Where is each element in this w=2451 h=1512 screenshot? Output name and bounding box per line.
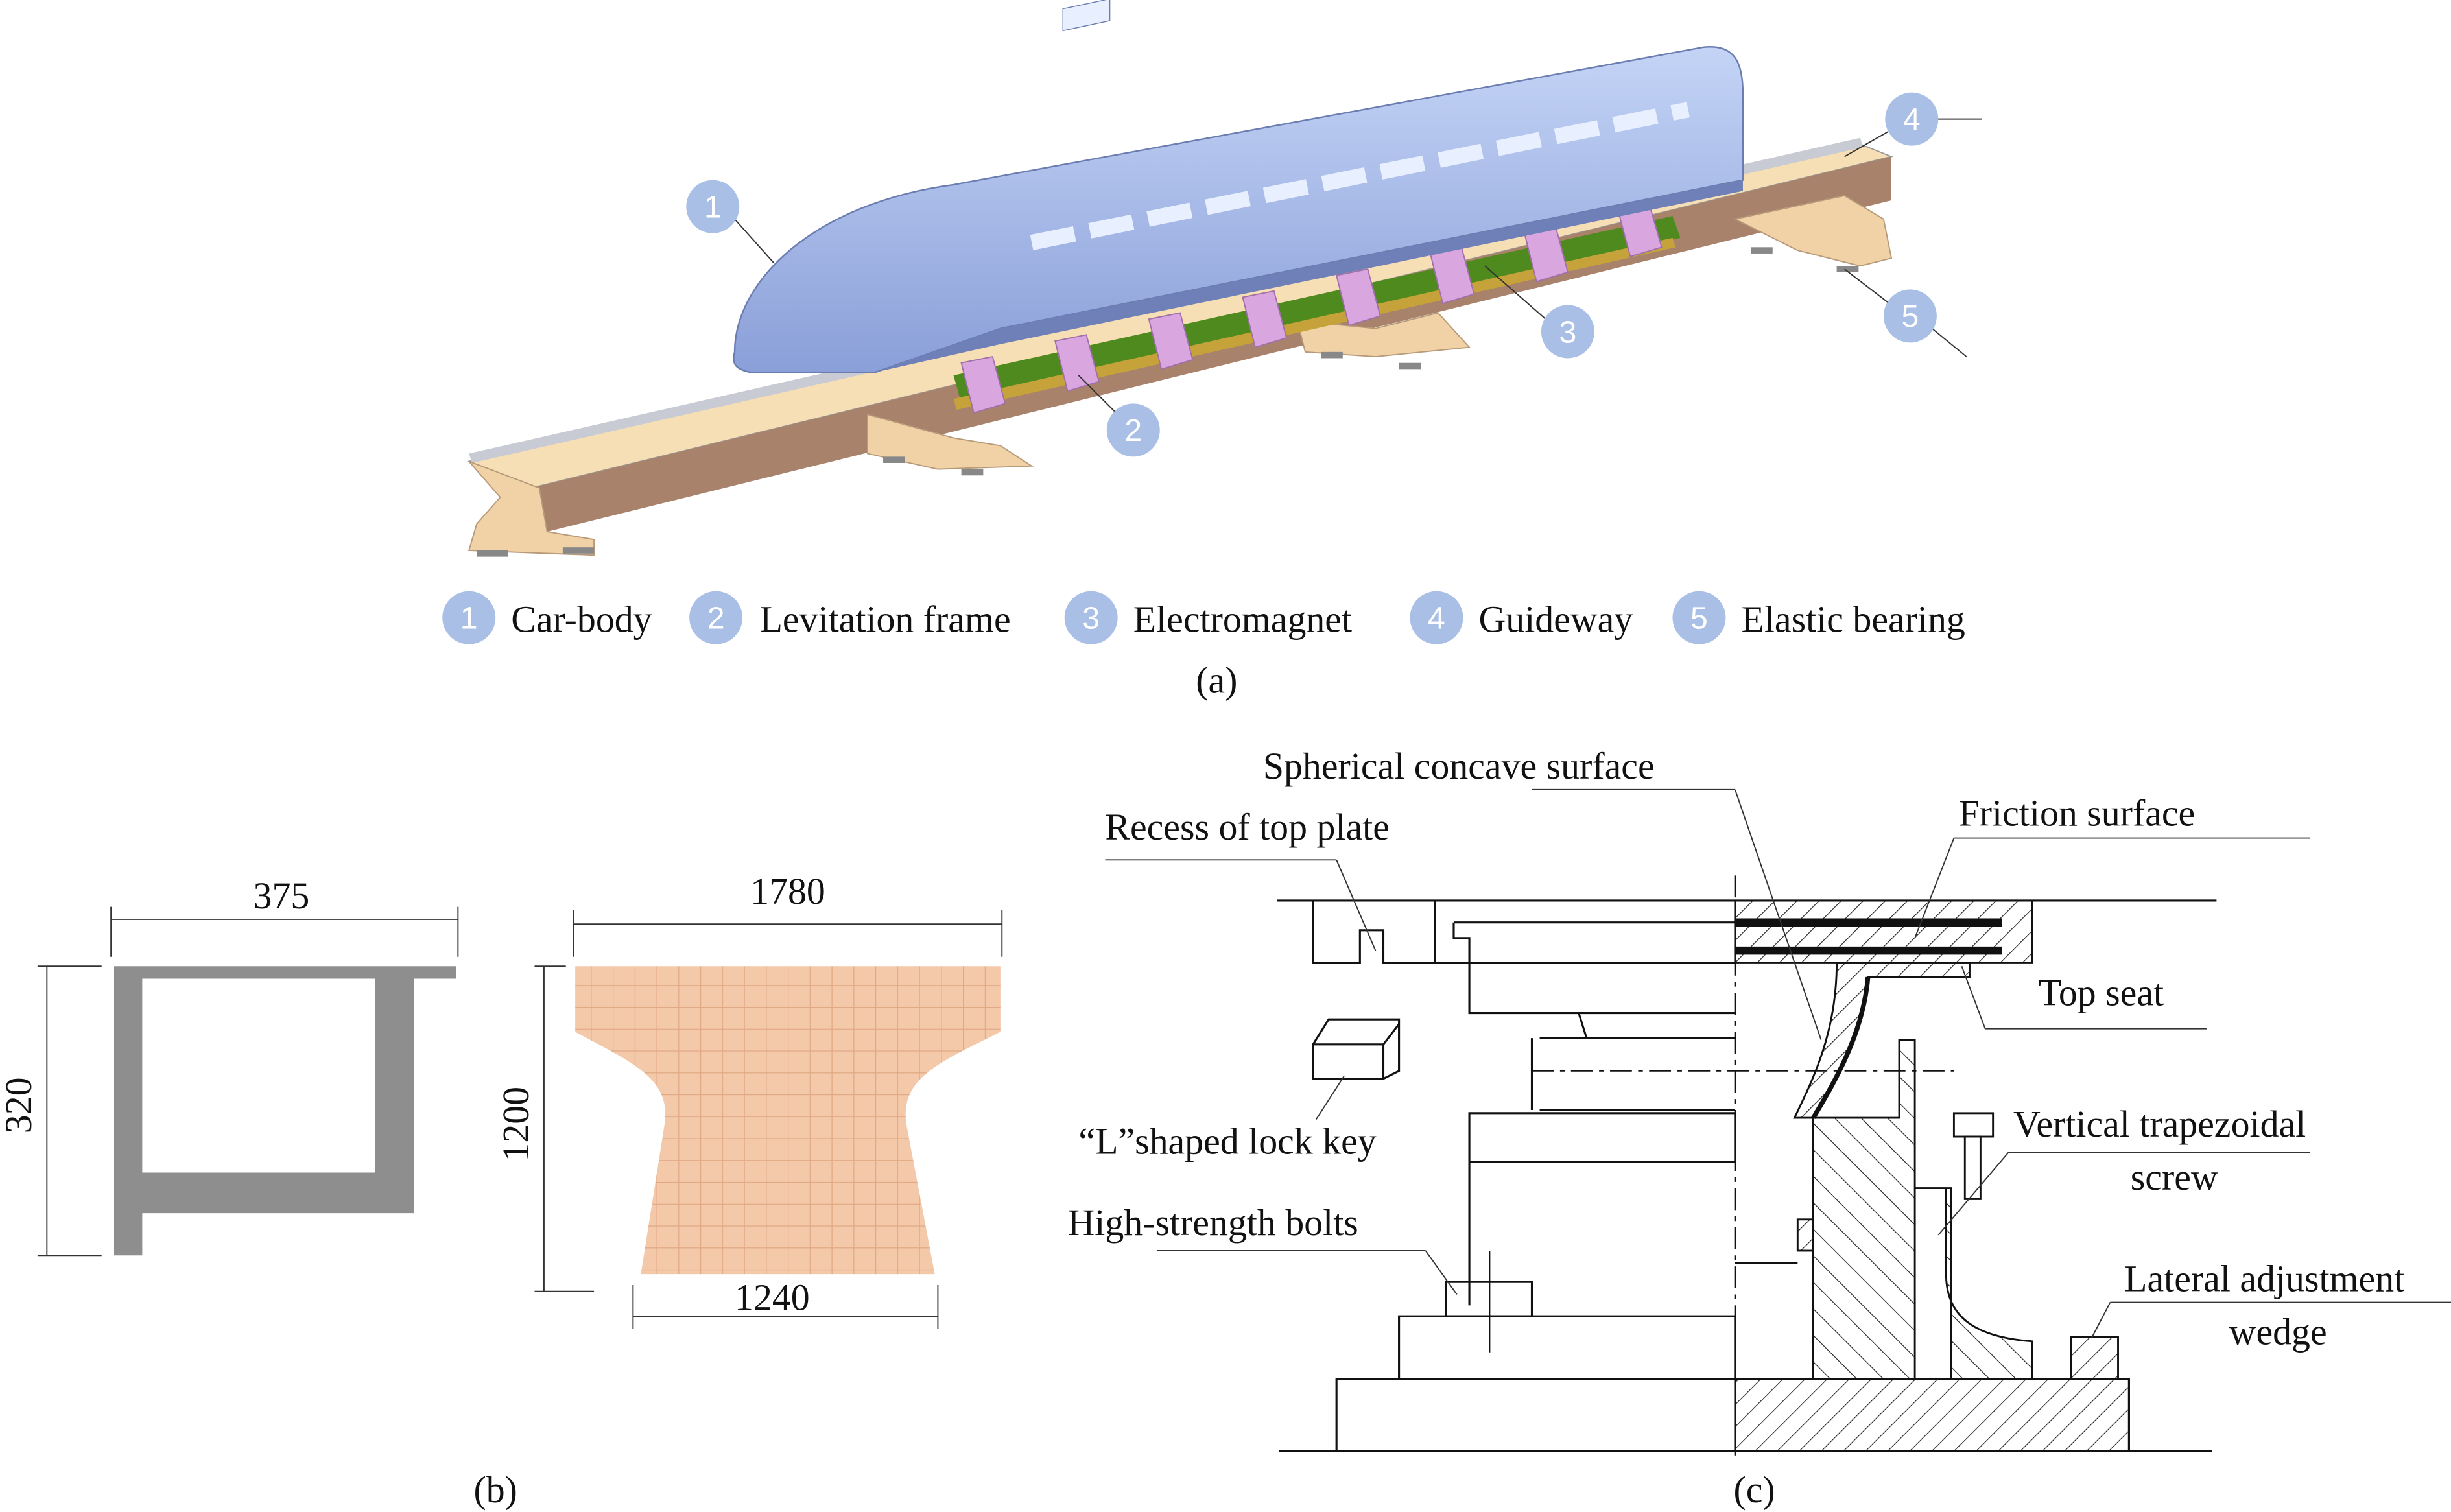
svg-text:Electromagnet: Electromagnet: [1133, 598, 1352, 640]
svg-text:Levitation frame: Levitation frame: [760, 598, 1011, 640]
legend-item: 5 Elastic bearing: [1672, 591, 1965, 644]
part-marker: 2: [1106, 403, 1160, 457]
label-recess-of-top-plate: Recess of top plate: [1105, 806, 1390, 848]
concrete-top-width-dim: 1780: [750, 870, 825, 912]
part-marker: 3: [1541, 305, 1594, 359]
concrete-bottom-width-dim: 1240: [735, 1277, 810, 1319]
svg-text:1: 1: [704, 190, 722, 225]
caption-a: (a): [1196, 659, 1237, 701]
svg-text:2: 2: [1124, 413, 1142, 448]
legend-item: 1 Car-body: [442, 591, 652, 644]
label-screw: screw: [2131, 1156, 2218, 1198]
steel-width-dim: 375: [254, 875, 310, 917]
steel-height-dim: 320: [0, 1077, 40, 1133]
svg-text:Car-body: Car-body: [511, 598, 652, 640]
legend-item: 4 Guideway: [1410, 591, 1633, 644]
label-top-seat: Top seat: [2039, 972, 2164, 1014]
svg-text:Guideway: Guideway: [1479, 598, 1633, 640]
svg-text:3: 3: [1559, 314, 1577, 349]
svg-text:4: 4: [1903, 102, 1921, 137]
caption-c: (c): [1733, 1469, 1775, 1511]
part-marker: 5: [1883, 289, 1937, 343]
electromagnet: [953, 216, 1681, 410]
svg-text:5: 5: [1690, 601, 1708, 636]
label-lateral-adjustment: Lateral adjustment: [2124, 1258, 2404, 1300]
label-high-strength-bolts: High-strength bolts: [1068, 1201, 1358, 1244]
label-friction-surface: Friction surface: [1959, 792, 2196, 834]
svg-text:Elastic bearing: Elastic bearing: [1742, 598, 1965, 640]
label-spherical-concave-surface: Spherical concave surface: [1263, 745, 1655, 787]
caption-b: (b): [473, 1469, 517, 1511]
panel-b-cross-sections: 375 320 1780 1200 1240 (b): [0, 870, 1003, 1511]
l-shaped-lock-key: [1312, 1018, 1401, 1080]
svg-text:1: 1: [460, 601, 478, 636]
levitation-frames: [960, 202, 1663, 414]
concrete-height-dim: 1200: [495, 1087, 537, 1162]
label-vertical-trapezoidal: Vertical trapezoidal: [2013, 1103, 2306, 1145]
svg-text:4: 4: [1428, 601, 1445, 636]
panel-c-bearing-drawing: Spherical concave surface Recess of top …: [1068, 745, 2451, 1511]
steel-box-section: 375 320: [0, 875, 459, 1257]
part-marker: 4: [1885, 92, 1939, 146]
label-lock-key: “L”shaped lock key: [1078, 1120, 1376, 1163]
concrete-t-section: 1780 1200 1240: [495, 870, 1003, 1329]
legend: 1 Car-body 2 Levitation frame 3 Electromagn…: [442, 591, 1965, 644]
part-marker: 1: [686, 180, 740, 233]
car-body: [733, 0, 1744, 373]
label-wedge: wedge: [2229, 1311, 2327, 1353]
svg-text:5: 5: [1901, 299, 1919, 334]
svg-text:2: 2: [707, 601, 725, 636]
legend-item: 2 Levitation frame: [689, 591, 1011, 644]
legend-item: 3 Electromagnet: [1064, 591, 1352, 644]
svg-text:3: 3: [1082, 601, 1100, 636]
